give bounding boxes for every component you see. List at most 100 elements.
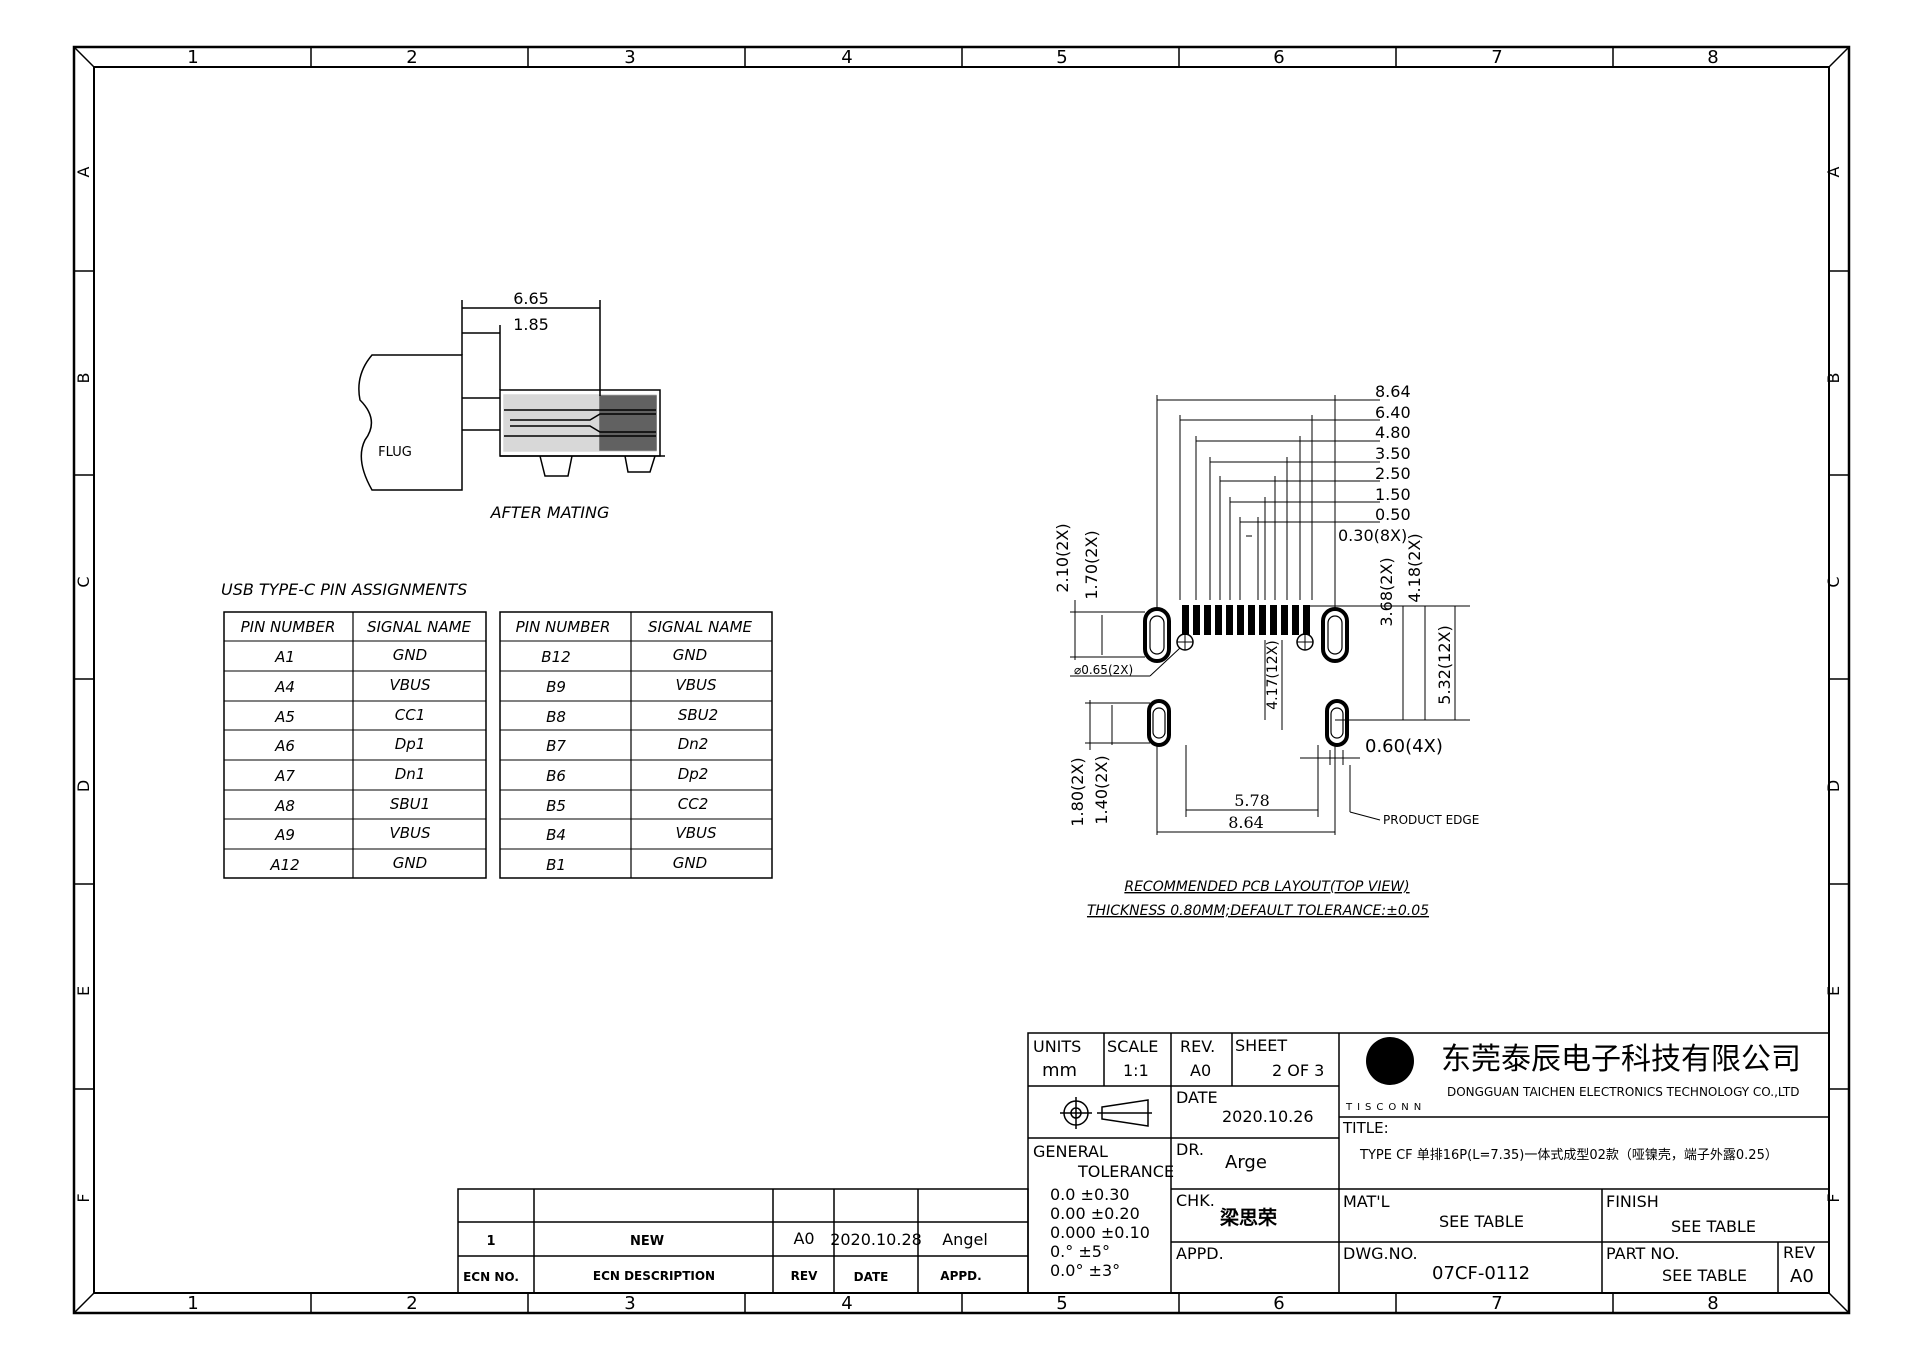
chk-label: CHK. bbox=[1176, 1191, 1215, 1210]
pcb-dim-left: 1.70(2X) bbox=[1082, 530, 1101, 599]
pin-cell: B12 bbox=[541, 648, 570, 666]
zone-number-bottom: 1 bbox=[187, 1293, 198, 1314]
zone-letter-left: C bbox=[74, 576, 93, 587]
pin-cell: A5 bbox=[274, 708, 295, 726]
pcb-dim-top: 2.50 bbox=[1375, 464, 1411, 483]
general-label: GENERAL bbox=[1033, 1142, 1108, 1161]
signal-cell: VBUS bbox=[675, 824, 717, 842]
matl-value: SEE TABLE bbox=[1439, 1212, 1524, 1231]
pin-cell: B5 bbox=[546, 797, 566, 815]
zone-number-bottom: 8 bbox=[1707, 1293, 1718, 1314]
pin-header: PIN NUMBER bbox=[516, 618, 611, 636]
zone-number-bottom: 5 bbox=[1056, 1293, 1067, 1314]
units-value: mm bbox=[1042, 1060, 1077, 1081]
signal-cell: CC1 bbox=[395, 706, 426, 724]
pin-header: PIN NUMBER bbox=[241, 618, 336, 636]
rev-desc-header: ECN DESCRIPTION bbox=[593, 1269, 715, 1283]
after-mating-view bbox=[358, 300, 665, 491]
title-value: TYPE CF 单排16P(L=7.35)一体式成型02款（哑镍壳，端子外露0.… bbox=[1359, 1148, 1778, 1163]
pcb-dim-top: 8.64 bbox=[1375, 382, 1411, 401]
tolerance-row: 0.° ±5° bbox=[1050, 1242, 1110, 1261]
receptacle-foot-left bbox=[539, 455, 573, 477]
pcb-dim-top: 4.80 bbox=[1375, 423, 1411, 442]
pcb-dim-mid: 4.17(12X) bbox=[1265, 640, 1281, 710]
date-value: 2020.10.26 bbox=[1222, 1107, 1314, 1126]
sheet-value: 2 OF 3 bbox=[1272, 1061, 1324, 1080]
zone-number-top: 4 bbox=[841, 47, 852, 68]
zone-number-top: 3 bbox=[624, 47, 635, 68]
zone-letter-left: F bbox=[74, 1193, 93, 1202]
zone-letter-right: C bbox=[1824, 576, 1843, 587]
company-name-en: DONGGUAN TAICHEN ELECTRONICS TECHNOLOGY … bbox=[1447, 1085, 1800, 1099]
date-label: DATE bbox=[1176, 1088, 1218, 1107]
slot-top-right bbox=[1321, 607, 1349, 663]
zone-letter-left: E bbox=[74, 986, 93, 996]
pin-cell: B8 bbox=[546, 708, 566, 726]
dwg-label: DWG.NO. bbox=[1343, 1244, 1418, 1263]
signal-cell: GND bbox=[673, 854, 707, 872]
title-label: TITLE: bbox=[1342, 1119, 1389, 1137]
pin-cell: A8 bbox=[274, 797, 295, 815]
zone-letter-right: B bbox=[1824, 373, 1843, 384]
signal-cell: Dp1 bbox=[395, 735, 426, 753]
tolerance-label: TOLERANCE bbox=[1077, 1162, 1174, 1181]
pcb-dim-right: 3.68(2X) bbox=[1377, 557, 1396, 626]
pin-table-left: PIN NUMBER SIGNAL NAME A1 GND A4 VBUS A5… bbox=[223, 611, 487, 879]
matl-label: MAT'L bbox=[1343, 1192, 1390, 1211]
pcb-dim-bottom: 5.78 bbox=[1234, 791, 1270, 810]
pin-cell: A4 bbox=[274, 678, 295, 696]
finish-label: FINISH bbox=[1606, 1192, 1659, 1211]
signal-cell: VBUS bbox=[389, 824, 431, 842]
svg-text:S: S bbox=[1393, 1052, 1410, 1080]
pcb-dim-slot: 0.60(4X) bbox=[1365, 736, 1443, 757]
part-value: SEE TABLE bbox=[1662, 1266, 1747, 1285]
rev-label: REV. bbox=[1180, 1037, 1215, 1056]
scale-value: 1:1 bbox=[1123, 1061, 1149, 1080]
dwg-value: 07CF-0112 bbox=[1432, 1263, 1530, 1284]
scale-label: SCALE bbox=[1107, 1037, 1158, 1056]
outer-frame bbox=[72, 45, 1851, 1315]
signal-cell: GND bbox=[393, 854, 427, 872]
pcb-dim-top: 1.50 bbox=[1375, 485, 1411, 504]
pcb-dim-top: 0.50 bbox=[1375, 505, 1411, 524]
pin-table-title: USB TYPE-C PIN ASSIGNMENTS bbox=[221, 580, 467, 599]
rev-rev-header: REV bbox=[791, 1269, 818, 1283]
dr-label: DR. bbox=[1176, 1140, 1204, 1159]
dim-1-85: 1.85 bbox=[513, 315, 549, 334]
tolerance-row: 0.000 ±0.10 bbox=[1050, 1223, 1150, 1242]
after-mating-caption: AFTER MATING bbox=[490, 503, 610, 522]
pcb-dim-bottom-left: 1.40(2X) bbox=[1092, 755, 1111, 824]
tisconn-logo-icon: T S bbox=[1366, 1037, 1414, 1085]
receptacle-foot-right bbox=[624, 455, 656, 473]
pcb-layout bbox=[1070, 395, 1470, 835]
pcb-dim-pitch: 0.30(8X) bbox=[1338, 526, 1407, 545]
tolerance-row: 0.00 ±0.20 bbox=[1050, 1204, 1140, 1223]
pin-cell: B9 bbox=[546, 678, 566, 696]
part-label: PART NO. bbox=[1606, 1244, 1679, 1263]
signal-cell: Dn2 bbox=[678, 735, 709, 753]
zone-number-bottom: 7 bbox=[1491, 1293, 1502, 1314]
dr-value: Arge bbox=[1225, 1152, 1267, 1173]
sheet-label: SHEET bbox=[1235, 1036, 1287, 1055]
pcb-dim-hole: ⌀0.65(2X) bbox=[1074, 663, 1133, 677]
signal-cell: Dp2 bbox=[678, 765, 709, 783]
plug-outline bbox=[358, 354, 463, 491]
zone-number-top: 6 bbox=[1273, 47, 1284, 68]
zone-number-top: 1 bbox=[187, 47, 198, 68]
pin-cell: B6 bbox=[546, 767, 566, 785]
signal-cell: SBU1 bbox=[390, 795, 430, 813]
pin-cell: A6 bbox=[274, 737, 295, 755]
pin-cell: A9 bbox=[274, 826, 295, 844]
signal-cell: SBU2 bbox=[678, 706, 718, 724]
slot-top-left bbox=[1143, 607, 1171, 663]
rev2-value: A0 bbox=[1790, 1266, 1814, 1287]
rev-value: A0 bbox=[1190, 1061, 1211, 1080]
signal-cell: GND bbox=[673, 646, 707, 664]
zone-letter-right: D bbox=[1824, 780, 1843, 792]
pcb-dim-bottom-left: 1.80(2X) bbox=[1068, 757, 1087, 826]
rev-ecn-header: ECN NO. bbox=[463, 1270, 519, 1284]
zone-ticks bbox=[74, 47, 1849, 1313]
signal-cell: VBUS bbox=[389, 676, 431, 694]
zone-number-bottom: 4 bbox=[841, 1293, 852, 1314]
